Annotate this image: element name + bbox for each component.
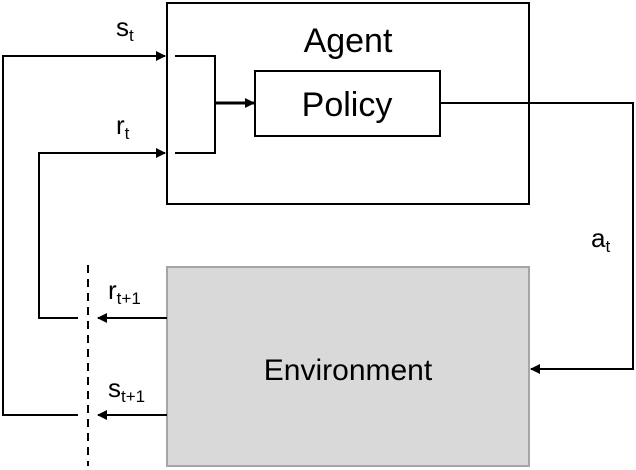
reward-merge-line (175, 103, 216, 154)
agent-label: Agent (304, 22, 393, 60)
policy-label: Policy (302, 86, 393, 124)
reward-t-label: rt (116, 110, 130, 143)
reward-t1-label: rt+1 (108, 275, 141, 308)
action-arrow (440, 102, 634, 374)
policy-box (254, 70, 441, 137)
state-merge-line (175, 55, 216, 103)
reward-feedback-line (38, 148, 166, 319)
environment-label: Environment (264, 354, 433, 387)
state-t1-label: st+1 (108, 373, 145, 406)
environment-box (166, 266, 530, 467)
action-t-label: at (591, 223, 610, 256)
state-feedback-line (2, 51, 166, 416)
state-t-label: st (116, 12, 134, 45)
